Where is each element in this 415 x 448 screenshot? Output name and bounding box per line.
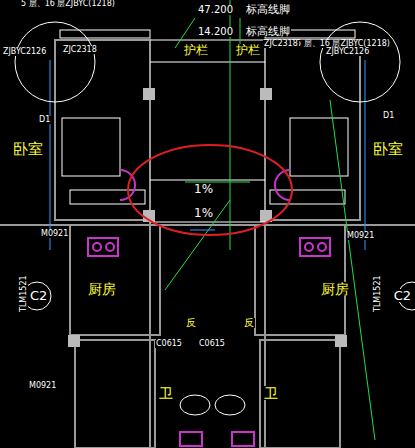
plan-label: 15 层、16 层ZJBYC(1218) — [290, 40, 391, 48]
plan-label: 厨房 — [87, 282, 117, 296]
plan-label: 1% — [193, 207, 214, 219]
plan-label: D1 — [382, 112, 395, 120]
plan-label: ZJC2318 — [263, 40, 299, 48]
plan-label: ZJC2318 — [62, 46, 98, 54]
plan-label: 1% — [193, 183, 214, 195]
plan-label: 反 — [243, 318, 255, 328]
plan-label: 47.200 — [197, 5, 234, 15]
plan-label: 卧室 — [12, 142, 44, 157]
highlight-ellipse — [128, 145, 292, 235]
plan-label: 5 层、16 层ZJBYC(1218) — [20, 0, 116, 8]
plan-label: M0921 — [346, 232, 375, 240]
plan-label: C2 — [393, 289, 412, 302]
plan-label: C2 — [29, 289, 48, 302]
plan-label: 卫 — [158, 386, 174, 400]
plan-label: 卧室 — [372, 142, 404, 157]
plan-label: C0615 — [155, 340, 183, 348]
plan-label: C0615 — [198, 340, 226, 348]
plan-label: 护栏 — [235, 44, 261, 56]
plan-label: TLM1521 — [20, 274, 28, 313]
plan-label: 标高线脚 — [245, 4, 291, 15]
plan-label: D1 — [38, 116, 51, 124]
plan-label: 卫 — [263, 386, 279, 400]
plan-label: 护栏 — [183, 44, 209, 56]
plan-label: 反 — [185, 318, 197, 328]
plan-label: ZJBYC2126 — [325, 48, 370, 56]
plan-label: 标高线脚 — [245, 26, 291, 37]
plan-label: 14.200 — [197, 27, 234, 37]
plan-label: M0921 — [40, 230, 69, 238]
plan-label: TLM1521 — [374, 274, 382, 313]
plan-label: ZJBYC2126 — [2, 48, 47, 56]
plan-label: M0921 — [28, 382, 57, 390]
plan-label: 厨房 — [320, 282, 350, 296]
